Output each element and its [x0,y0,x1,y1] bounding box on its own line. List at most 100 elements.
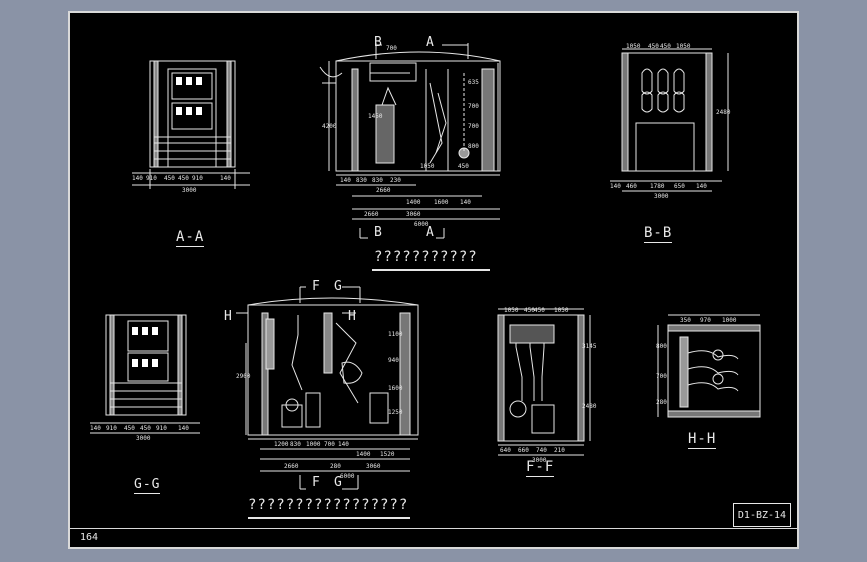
view-label-ff: F-F [526,459,555,477]
dimension-label: 640 [500,447,511,454]
section-marker-f-bottom: F [312,475,321,490]
dimension-label: 140 [340,177,351,184]
section-marker-h-right: H [348,309,357,324]
dimension-label: 450 [124,425,135,432]
dimension-label: 1050 [626,43,641,50]
top-elevation-drawing [319,43,501,239]
dimension-label: 1000 [306,441,321,448]
view-aa-drawing [132,60,250,189]
view-label-hh: H-H [688,431,717,449]
view-label-gg: G-G [134,477,161,494]
dimension-label: 450 [648,43,659,50]
dimension-label: 3060 [406,211,421,218]
dimension-label: 450 [660,43,671,50]
dimension-label: 910 [156,425,167,432]
dimension-label: 1600 [434,199,449,206]
dimension-label: 830 [290,441,301,448]
dimension-label: 1050 [504,307,519,314]
dimension-label: 1400 [406,199,421,206]
dimension-label: 700 [386,45,397,52]
dimension-label: 910 [146,175,157,182]
bottom-elevation-drawing [236,286,419,490]
dimension-label: 635 [468,79,479,86]
section-marker-a-top: A [426,35,435,50]
dimension-label: 2660 [364,211,379,218]
dimension-label: 700 [324,441,335,448]
dimension-label: 800 [468,143,479,150]
dimension-label: 660 [518,447,529,454]
dimension-label: 3000 [182,187,197,194]
dimension-label: 450 [534,307,545,314]
dimension-label: 700 [468,103,479,110]
view-label-bb: B-B [644,225,673,243]
dimension-label: 450 [178,175,189,182]
dimension-label: 3000 [532,457,547,464]
section-marker-g-bottom: G [334,475,343,490]
dimension-label: 6000 [340,473,355,480]
dimension-label: 140 [90,425,101,432]
dimension-label: 740 [536,447,547,454]
dimension-label: 450 [524,307,535,314]
view-gg-drawing [90,314,200,434]
dimension-label: 140 [178,425,189,432]
dimension-label: 1050 [420,163,435,170]
dimension-label: 2660 [376,187,391,194]
dimension-label: 350 [680,317,691,324]
dimension-label: 3060 [366,463,381,470]
dimension-label: 940 [388,357,399,364]
top-drawing-title: ??????????? [374,249,478,265]
dimension-label: 140 [610,183,621,190]
dimension-label: 1200 [274,441,289,448]
dimension-label: 210 [554,447,565,454]
dimension-label: 1450 [368,113,383,120]
section-marker-f-top: F [312,279,321,294]
dimension-label: 6000 [414,221,429,228]
dimension-label: 140 [132,175,143,182]
dimension-label: 450 [458,163,469,170]
dimension-label: 3145 [582,343,597,350]
dimension-label: 830 [372,177,383,184]
section-marker-b-bottom: B [374,225,383,240]
dimension-label: 2900 [236,373,251,380]
section-marker-a-bottom: A [426,225,435,240]
drawing-sheet: A-A B-B G-G F-F H-H B A B A F G F G H H … [68,11,799,549]
dimension-label: 140 [220,175,231,182]
dimension-label: 800 [656,343,667,350]
dimension-label: 910 [192,175,203,182]
view-hh-drawing [657,314,761,418]
page-number: 164 [80,532,99,543]
section-marker-h-left: H [224,309,233,324]
dimension-label: 1000 [722,317,737,324]
section-marker-b-top: B [374,35,383,50]
dimension-label: 1100 [388,331,403,338]
bottom-drawing-title: ????????????????? [248,497,409,513]
dimension-label: 280 [330,463,341,470]
dimension-label: 140 [338,441,349,448]
dimension-label: 1400 [356,451,371,458]
dimension-label: 280 [656,399,667,406]
dimension-label: 3000 [654,193,669,200]
dimension-label: 140 [460,199,471,206]
cad-linework [90,43,761,519]
dimension-label: 3000 [136,435,151,442]
dimension-label: 1250 [388,409,403,416]
dimension-label: 970 [700,317,711,324]
view-label-aa: A-A [176,229,205,247]
view-bb-drawing [610,48,729,192]
dimension-label: 1780 [650,183,665,190]
title-block-rule [70,528,797,529]
dimension-label: 460 [626,183,637,190]
dimension-label: 2660 [284,463,299,470]
drawing-code: D1-BZ-14 [733,503,791,527]
dimension-label: 910 [106,425,117,432]
dimension-label: 700 [656,373,667,380]
view-ff-drawing [497,308,591,456]
dimension-label: 650 [674,183,685,190]
section-marker-g-top: G [334,279,343,294]
dimension-label: 2480 [716,109,731,116]
dimension-label: 1050 [554,307,569,314]
dimension-label: 700 [468,123,479,130]
dimension-label: 140 [696,183,707,190]
dimension-label: 1520 [380,451,395,458]
dimension-label: 450 [164,175,175,182]
